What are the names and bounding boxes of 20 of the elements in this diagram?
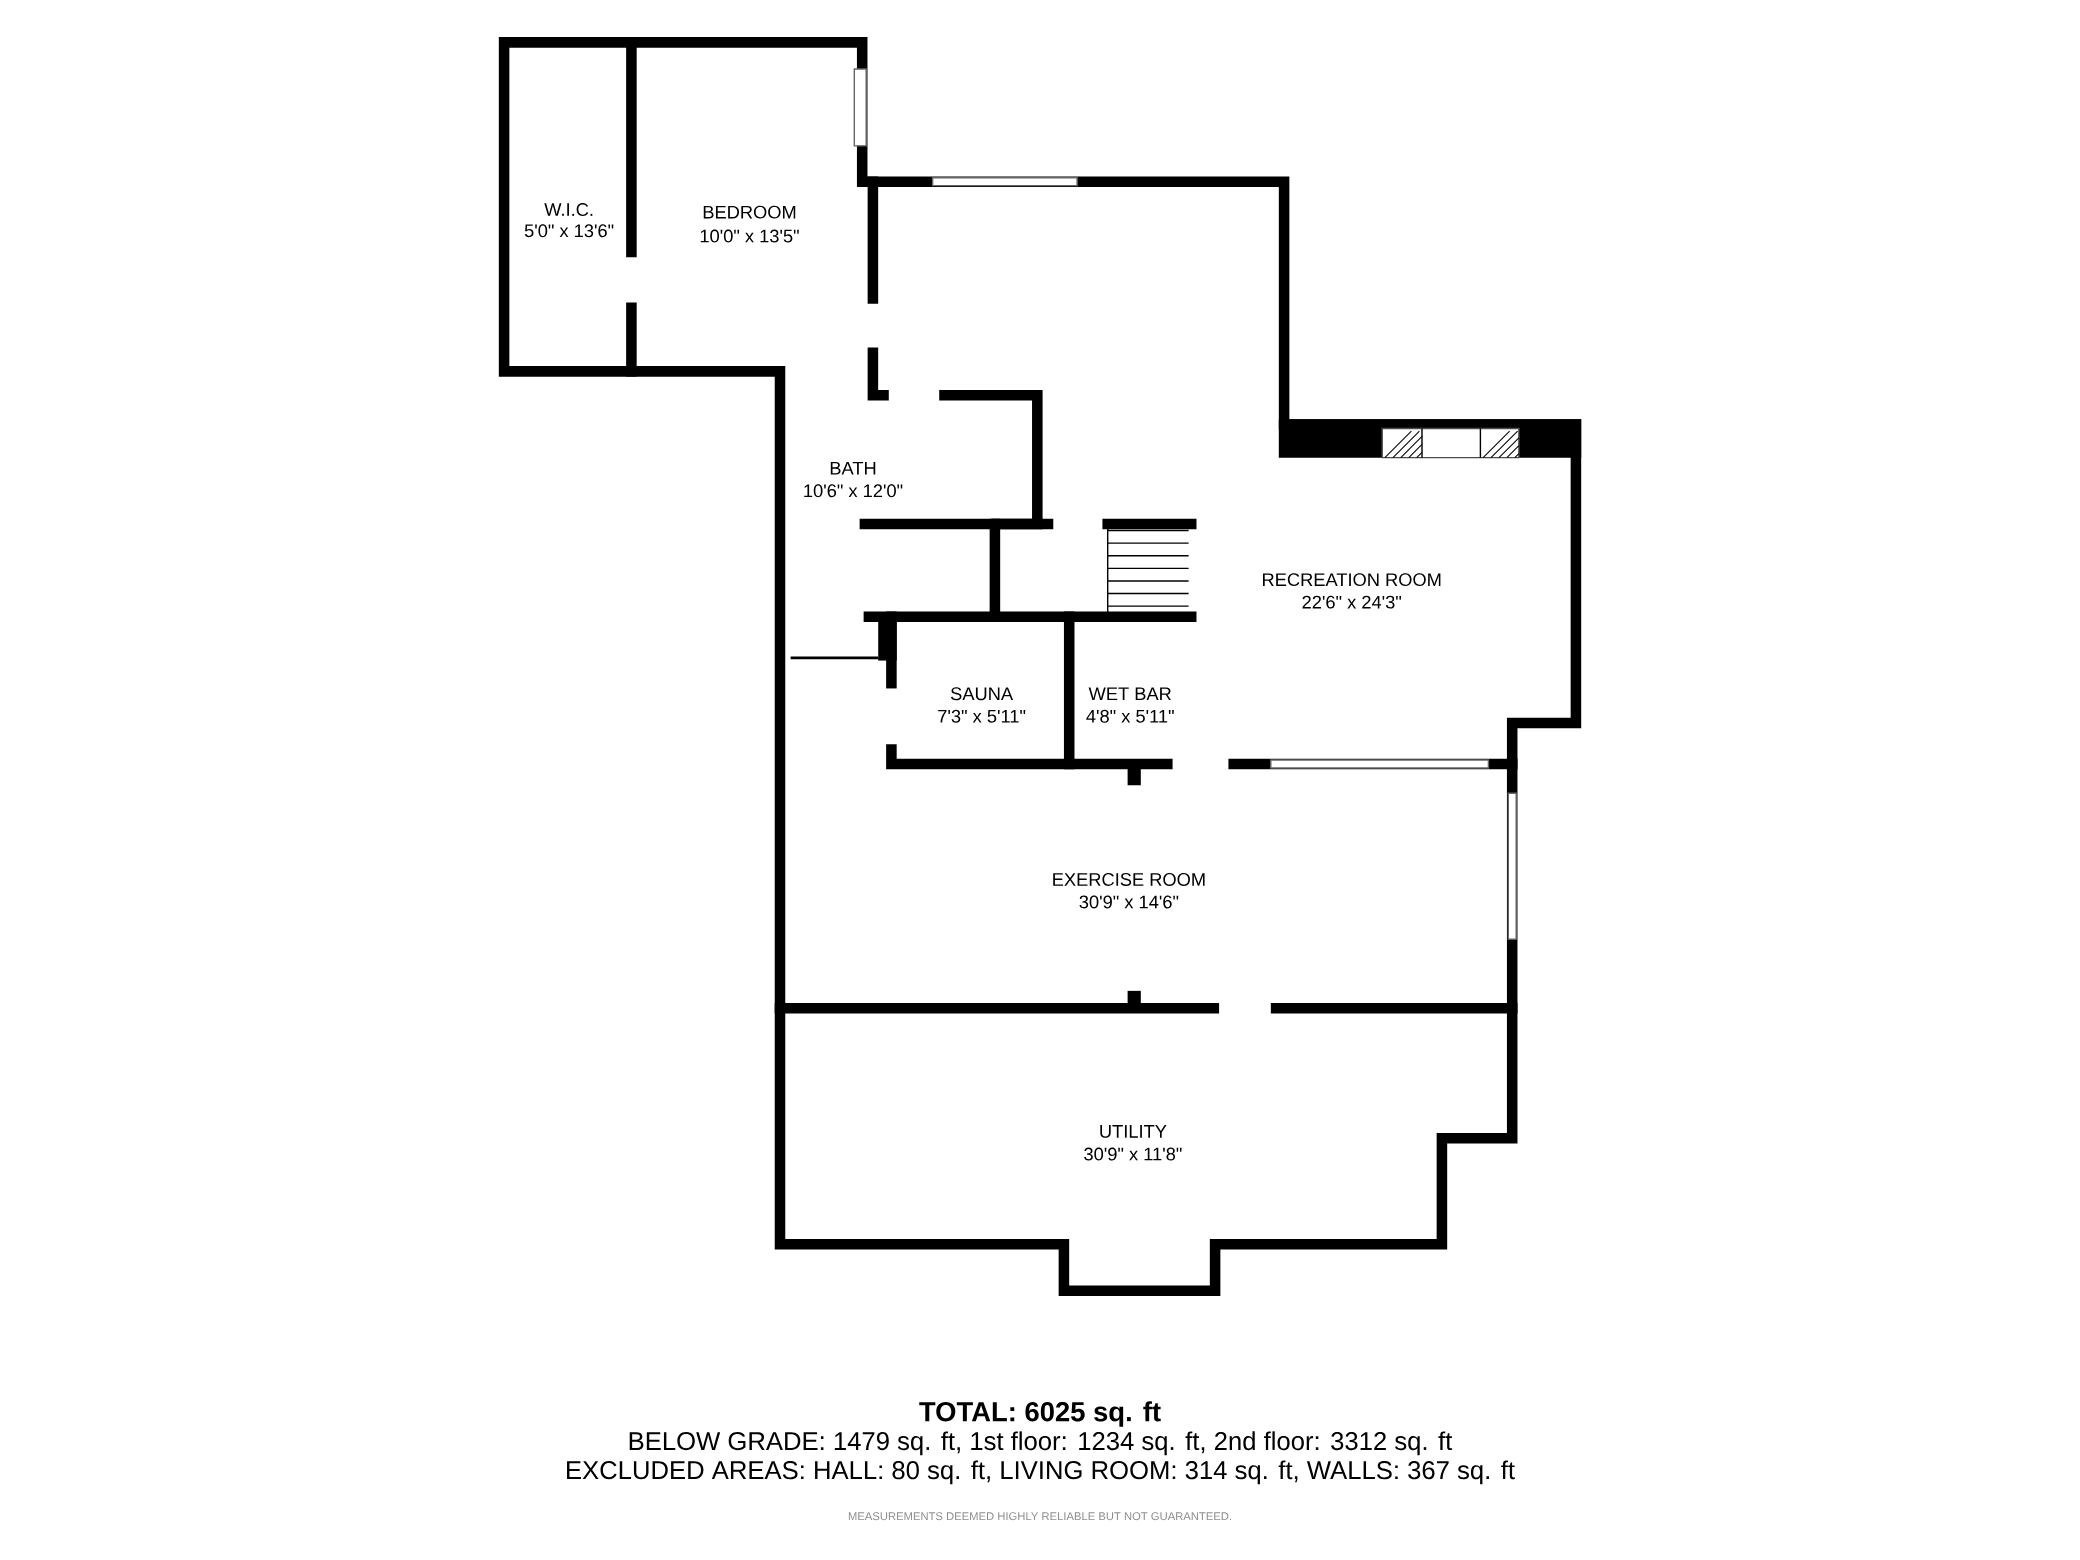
room-dimensions: 30'9" x 14'6" [1079,895,1179,909]
room-dimensions: 30'9" x 11'8" [1084,1147,1182,1161]
disclaimer-note: MEASUREMENTS DEEMED HIGHLY RELIABLE BUT NOT GUARANTEED. [848,1512,1231,1521]
room-name: RECREATION ROOM [1263,573,1441,587]
total-area: TOTAL: 6025 sq. ft [919,1401,1161,1427]
area-summary: EXCLUDED AREAS: HALL: 80 sq. ft, LIVING ROOM: 314 sq. ft, WALLS: 367 sq. ft [567,1460,1515,1485]
room-name: BEDROOM [703,205,796,219]
area-summary: BELOW GRADE: 1479 sq. ft, 1st floor: 1234 sq. ft, 2nd floor: 3312 sq. ft [629,1431,1453,1456]
room-dimensions: 7'3" x 5'11" [938,709,1026,723]
room-name: WET BAR [1088,687,1171,701]
room-dimensions: 10'6" x 12'0" [804,484,903,498]
room-dimensions: 5'0" x 13'6" [524,224,614,238]
room-dimensions: 10'0" x 13'5" [700,229,799,243]
room-name: W.I.C. [544,203,593,217]
room-name: EXERCISE ROOM [1053,873,1205,886]
room-dimensions: 22'6" x 24'3" [1302,595,1402,609]
room-dimensions: 4'8" x 5'11" [1086,709,1174,723]
room-name: SAUNA [950,687,1014,701]
room-name: UTILITY [1100,1125,1167,1138]
room-name: BATH [830,462,876,475]
